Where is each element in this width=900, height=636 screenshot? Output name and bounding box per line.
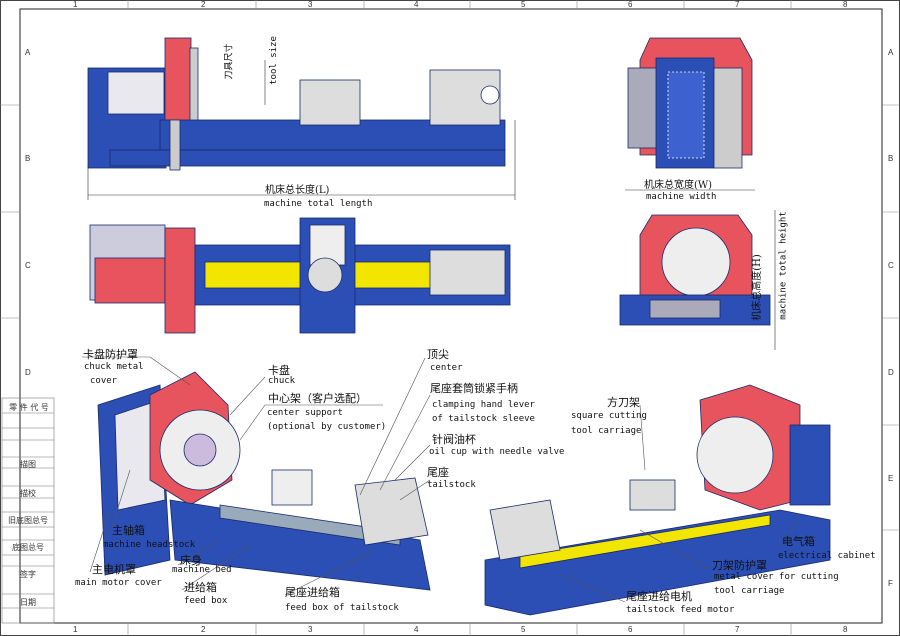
center-support-en1: center support — [267, 408, 343, 418]
grid-col-4-bottom: 4 — [414, 625, 419, 634]
end-view — [627, 37, 753, 169]
grid-col-2: 2 — [201, 0, 206, 9]
grid-row-b-right: B — [888, 154, 894, 163]
headstock-en: machine headstock — [103, 540, 196, 550]
tool-size-cn: 刀具尺寸 — [224, 43, 235, 80]
feed-box-cn: 进给箱 — [184, 581, 217, 594]
oil-cup-cn: 针阀油杯 — [432, 433, 476, 446]
height-label-en: machine total height — [778, 211, 789, 320]
bed-cn: 床身 — [180, 554, 202, 567]
center-support-cn: 中心架（客户选配） — [268, 392, 367, 405]
grid-col-4: 4 — [414, 0, 419, 9]
length-label-en: machine total length — [264, 199, 373, 209]
clamping-en2: of tailstock sleeve — [432, 414, 535, 424]
grid-row-c: C — [25, 261, 31, 270]
tail-feed-box-en: feed box of tailstock — [285, 603, 399, 613]
iso-view-right — [484, 384, 831, 616]
feed-box-en: feed box — [184, 596, 228, 606]
tool-size-en: tool size — [268, 36, 279, 85]
clamping-en1: clamping hand lever — [432, 400, 535, 410]
length-label-cn: 机床总长度(L) — [265, 185, 330, 196]
chuck-cover-cn: 卡盘防护罩 — [83, 348, 138, 361]
tool-carriage-en1: square cutting — [571, 411, 647, 421]
tail-feed-box-cn: 尾座进给箱 — [285, 586, 340, 599]
center-en: center — [430, 363, 463, 373]
headstock-cn: 主轴箱 — [112, 524, 145, 537]
grid-col-3-bottom: 3 — [308, 625, 313, 634]
leader-lines — [82, 356, 801, 603]
iso-view-left — [97, 371, 431, 591]
side-view — [87, 37, 506, 171]
motor-cover-en: main motor cover — [75, 578, 162, 588]
grid-col-2-bottom: 2 — [201, 625, 206, 634]
chuck-cover-en2: cover — [90, 376, 118, 386]
center-cn: 顶尖 — [427, 348, 449, 361]
width-label-en: machine width — [646, 192, 717, 202]
tool-carriage-en2: tool carriage — [571, 426, 642, 436]
grid-col-7: 7 — [735, 0, 740, 9]
title-block-tracing: 描图 — [20, 460, 36, 469]
clamping-cn: 尾座套筒锁紧手柄 — [430, 382, 518, 395]
grid-col-5: 5 — [521, 0, 526, 9]
title-block-date: 日期 — [20, 598, 36, 607]
chuck-cover-en1: chuck metal — [84, 362, 144, 372]
grid-col-1: 1 — [73, 0, 78, 9]
grid-col-8-bottom: 8 — [843, 625, 848, 634]
front-view — [619, 214, 771, 326]
grid-col-1-bottom: 1 — [73, 625, 78, 634]
tail-motor-en: tailstock feed motor — [626, 605, 735, 615]
oil-cup-en: oil cup with needle valve — [429, 447, 565, 457]
chuck-cn: 卡盘 — [268, 364, 290, 377]
title-block-trace-check: 描校 — [20, 489, 36, 498]
tail-motor-cn: 尾座进给电机 — [626, 590, 692, 603]
bed-en: machine bed — [172, 565, 232, 575]
length-dimension — [87, 60, 516, 200]
chuck-en: chuck — [268, 376, 296, 386]
center-support-en2: (optional by customer) — [267, 422, 387, 432]
title-block-signature: 签字 — [20, 570, 36, 579]
electrical-en: electrical cabinet — [778, 551, 876, 561]
title-block-old-base-no: 旧底图总号 — [8, 516, 48, 525]
metal-cover-cn: 刀架防护罩 — [712, 559, 767, 572]
grid-col-6-bottom: 6 — [628, 625, 633, 634]
plan-view — [89, 217, 511, 334]
grid-col-7-bottom: 7 — [735, 625, 740, 634]
grid-col-3: 3 — [308, 0, 313, 9]
title-block-lines — [1, 397, 55, 624]
width-label-cn: 机床总宽度(W) — [644, 180, 713, 191]
inner-frame — [19, 8, 883, 624]
title-block-part-code: 零 件 代 号 — [9, 403, 49, 412]
grid-row-c-right: C — [888, 261, 894, 270]
motor-cover-cn: 主电机罩 — [92, 563, 136, 576]
title-block-base-no: 底图总号 — [12, 543, 44, 552]
tailstock-cn: 尾座 — [427, 466, 449, 479]
tool-carriage-cn: 方刀架 — [607, 396, 640, 409]
grid-row-a-right: A — [888, 48, 894, 57]
grid-row-e-right: E — [888, 474, 894, 483]
tailstock-en: tailstock — [427, 480, 476, 490]
grid-row-a: A — [25, 48, 31, 57]
grid-col-6: 6 — [628, 0, 633, 9]
metal-cover-en2: tool carriage — [714, 586, 785, 596]
height-label-cn: 机床总高度(H) — [751, 254, 763, 321]
metal-cover-en1: metal cover for cutting — [714, 572, 839, 582]
electrical-cn: 电气箱 — [782, 535, 815, 548]
grid-row-d: D — [25, 368, 31, 377]
grid-col-8: 8 — [843, 0, 848, 9]
grid-row-b: B — [25, 154, 31, 163]
grid-col-5-bottom: 5 — [521, 625, 526, 634]
grid-row-f-right: F — [888, 579, 893, 588]
grid-row-d-right: D — [888, 368, 894, 377]
